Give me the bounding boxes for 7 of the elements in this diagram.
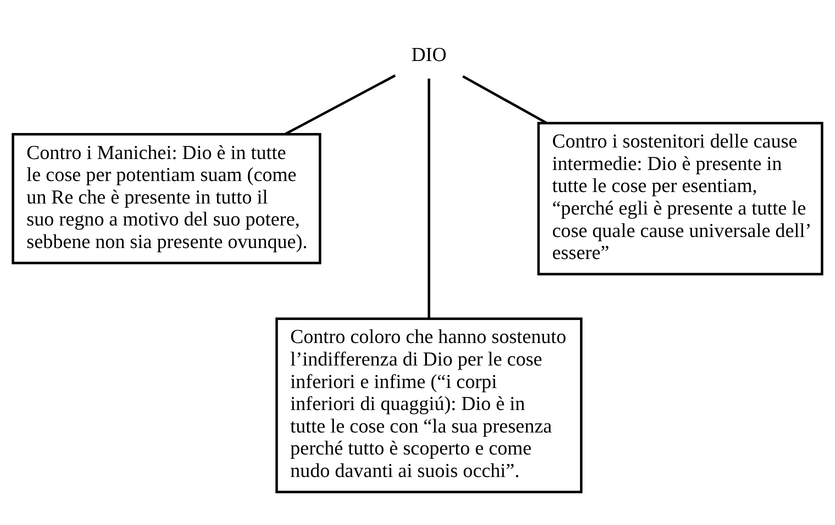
node-box: Contro i Manichei: Dio è in tutte le cose per potentiam suam (come un Re che è presente in tutto il suo regno a motivo del suo potere, sebbene non sia presente ovunque).: [12, 132, 322, 264]
connector: [284, 74, 396, 135]
node-box: Contro i sostenitori delle cause intermedie: Dio è presente in tutte le cose per esentiam, “perché egli è presente a tutte le cose quale cause universale dell’ essere”: [537, 121, 824, 275]
connector: [428, 78, 430, 318]
node-text: DIO: [411, 43, 447, 66]
node-box: Contro coloro che hanno sostenuto l’indifferenza di Dio per le cose inferiori e infime (“i corpi inferiori di quaggiú): Dio è in tutte le cose con “la sua presenza perché tutto è scoperto e come nudo davanti ai suois occhi”.: [275, 316, 582, 493]
connector: [462, 74, 548, 124]
